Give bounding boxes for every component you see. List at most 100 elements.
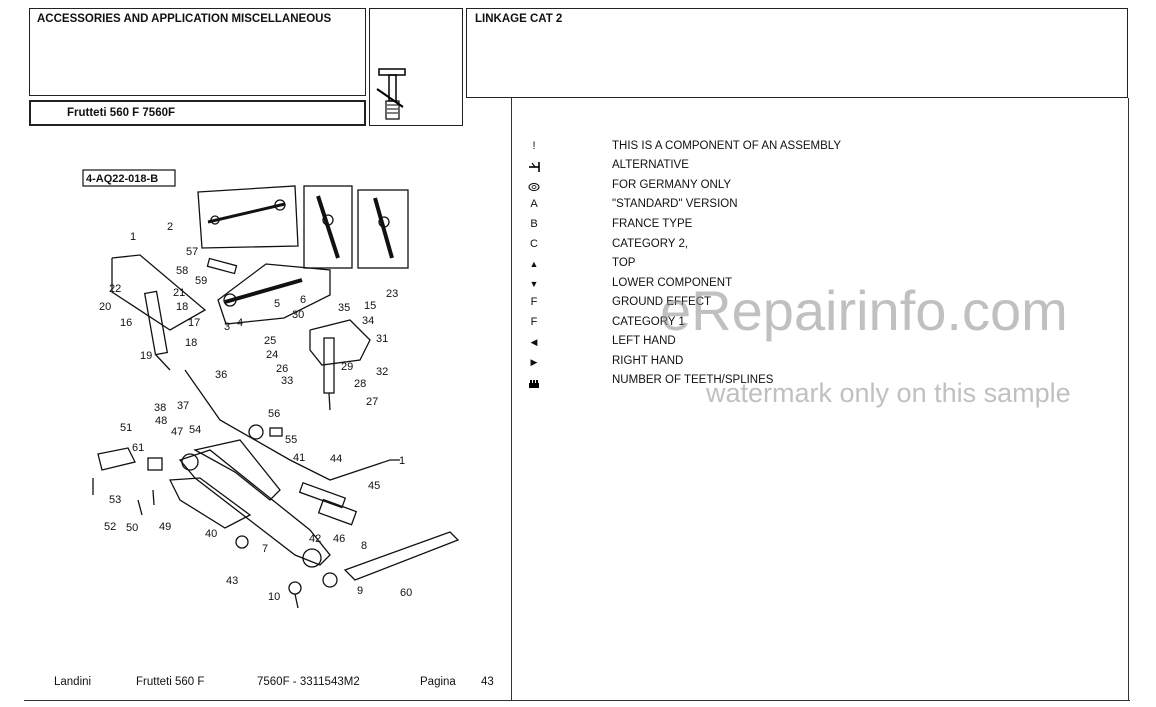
callout-54: 54 [189, 424, 201, 436]
model-label: Frutteti 560 F 7560F [67, 107, 176, 119]
legend-text-assembly: THIS IS A COMPONENT OF AN ASSEMBLY [612, 140, 841, 152]
legend-text-standard: "STANDARD" VERSION [612, 198, 738, 210]
legend-row-france: B FRANCE TYPE [520, 218, 1120, 238]
legend-row-right-hand: ▶ RIGHT HAND [520, 355, 1120, 375]
triangle-right-icon: ▶ [530, 357, 538, 367]
callout-3: 3 [224, 321, 230, 333]
callout-29: 29 [341, 361, 353, 373]
legend-text-germany: FOR GERMANY ONLY [612, 179, 732, 191]
callout-45: 45 [368, 480, 380, 492]
footer-code: 7560F - 3311543M2 [257, 676, 360, 688]
callout-55: 55 [285, 434, 297, 446]
section-title-box: ACCESSORIES AND APPLICATION MISCELLANEOU… [29, 8, 366, 96]
callout-31: 31 [376, 333, 388, 345]
legend-text-lower: LOWER COMPONENT [612, 277, 733, 289]
callout-57: 57 [186, 246, 198, 258]
divider-vertical [511, 98, 512, 700]
callout-52: 52 [104, 521, 116, 533]
watermark-site: eRepairinfo.com [660, 279, 1068, 342]
callout-1b: 1 [399, 455, 405, 467]
legend-row-top: ▲ TOP [520, 257, 1120, 277]
legend-row-standard: A "STANDARD" VERSION [520, 198, 1120, 218]
model-box: Frutteti 560 F 7560F [29, 100, 366, 126]
legend-row-category2: C CATEGORY 2, [520, 238, 1120, 258]
callout-41: 41 [293, 452, 305, 464]
group-title-box: LINKAGE CAT 2 [466, 8, 1128, 98]
callout-8: 8 [361, 540, 367, 552]
section-title: ACCESSORIES AND APPLICATION MISCELLANEOU… [37, 13, 332, 25]
footer-brand: Landini [54, 676, 92, 688]
callout-48: 48 [155, 415, 167, 427]
legend-row-teeth: NUMBER OF TEETH/SPLINES [520, 374, 1120, 394]
legend-text-france: FRANCE TYPE [612, 218, 693, 230]
callout-7: 7 [262, 543, 268, 555]
callout-5: 5 [274, 298, 280, 310]
callout-30: 30 [292, 309, 304, 321]
callout-16: 16 [120, 317, 132, 329]
callout-42: 42 [309, 533, 321, 545]
callout-61: 61 [132, 442, 144, 454]
callout-6: 6 [300, 294, 306, 306]
callout-36: 36 [215, 369, 227, 381]
callout-24: 24 [266, 349, 278, 361]
group-title: LINKAGE CAT 2 [475, 13, 563, 25]
legend-row-ground-effect: F GROUND EFFECT [520, 296, 1120, 316]
triangle-up-icon: ▲ [529, 259, 539, 269]
germany-icon [528, 183, 540, 191]
legend-text-left-hand: LEFT HAND [612, 335, 676, 347]
watermark-note: watermark only on this sample [706, 378, 1071, 408]
letter-c-icon: C [530, 238, 538, 250]
footer-page-number: 43 [481, 676, 494, 688]
teeth-icon [529, 380, 539, 388]
callout-32: 32 [376, 366, 388, 378]
callout-37: 37 [177, 400, 189, 412]
callout-56: 56 [268, 408, 280, 420]
callout-17: 17 [188, 317, 200, 329]
callout-19: 19 [140, 350, 152, 362]
callout-58: 58 [176, 265, 188, 277]
callout-50: 50 [126, 522, 138, 534]
legend-text-alternative: ALTERNATIVE [612, 159, 689, 171]
legend-text-right-hand: RIGHT HAND [612, 355, 684, 367]
linkage-pictogram-icon [376, 68, 406, 120]
callout-59: 59 [195, 275, 207, 287]
callout-1: 1 [130, 231, 136, 243]
callout-26: 26 [276, 363, 288, 375]
callout-22: 22 [109, 283, 121, 295]
legend-row-left-hand: ◀ LEFT HAND [520, 335, 1120, 355]
callout-49: 49 [159, 521, 171, 533]
footer-page-label: Pagina [420, 676, 456, 688]
callout-51: 51 [120, 422, 132, 434]
callout-43: 43 [226, 575, 238, 587]
callout-18a: 18 [176, 301, 188, 313]
callout-38: 38 [154, 402, 166, 414]
callout-53: 53 [109, 494, 121, 506]
callout-47: 47 [171, 426, 183, 438]
callout-33: 33 [281, 375, 293, 387]
divider-right [1128, 98, 1129, 700]
callout-28: 28 [354, 378, 366, 390]
legend-text-teeth: NUMBER OF TEETH/SPLINES [612, 374, 774, 386]
legend-text-category2: CATEGORY 2, [612, 238, 689, 250]
callout-23: 23 [386, 288, 398, 300]
letter-a-icon: A [530, 198, 538, 210]
callout-46: 46 [333, 533, 345, 545]
linkage-exploded-diagram: 4-AQ22-018-B 1 1 2 3 4 5 6 7 8 9 10 15 1… [82, 169, 460, 609]
callout-10: 10 [268, 591, 280, 603]
callout-35: 35 [338, 302, 350, 314]
callout-25: 25 [264, 335, 276, 347]
callout-27: 27 [366, 396, 378, 408]
triangle-down-icon: ▼ [529, 279, 539, 289]
callout-44: 44 [330, 453, 342, 465]
icon-box [369, 8, 463, 126]
callout-21: 21 [173, 287, 185, 299]
callout-18b: 18 [185, 337, 197, 349]
legend-row-lower: ▼ LOWER COMPONENT [520, 277, 1120, 297]
divider-bottom [24, 700, 1130, 701]
callout-2: 2 [167, 221, 173, 233]
letter-f-icon: F [530, 296, 538, 308]
diagram-ref-code: 4-AQ22-018-B [86, 173, 158, 185]
footer-series: Frutteti 560 F [136, 676, 205, 688]
legend-text-ground-effect: GROUND EFFECT [612, 296, 712, 308]
letter-b-icon: B [530, 218, 538, 230]
